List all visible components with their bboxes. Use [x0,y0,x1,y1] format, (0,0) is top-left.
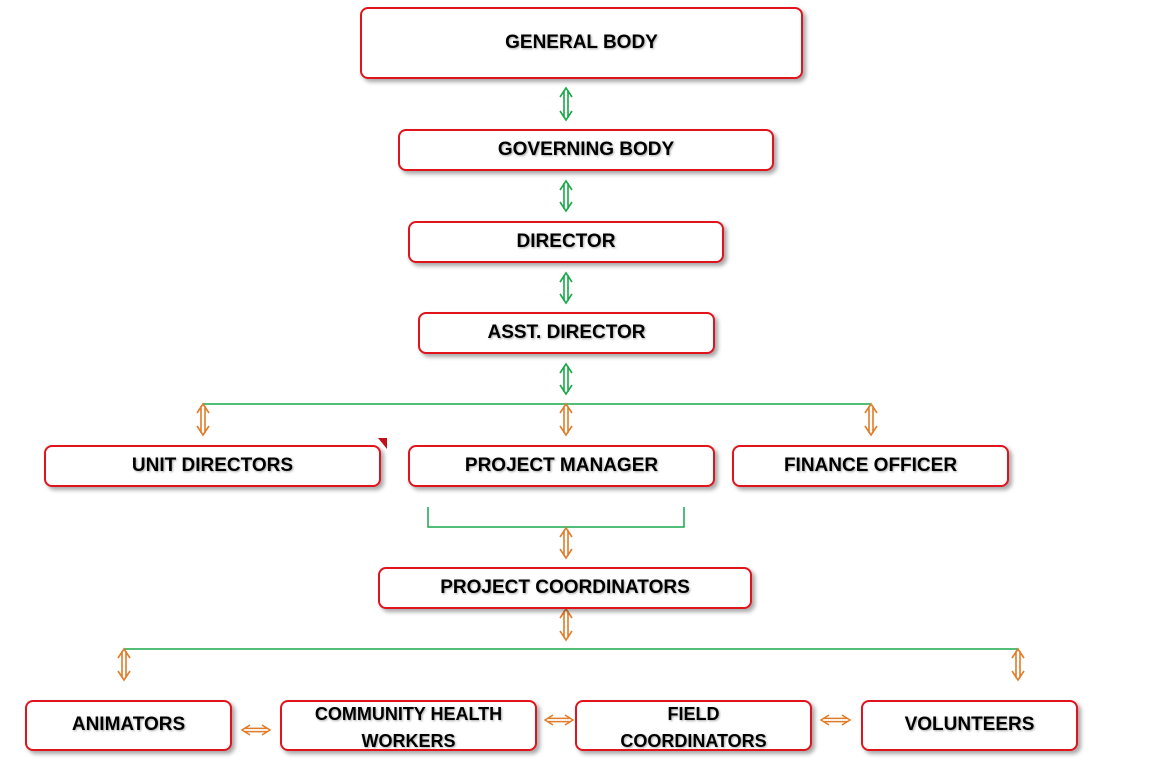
arrow-branch-project-manager [559,402,573,437]
harrow-chw-field [543,714,575,726]
arrow-asst-branch [559,362,573,396]
node-unit-directors: UNIT DIRECTORS [44,445,381,487]
node-community-health-workers: COMMUNITY HEALTH WORKERS [280,700,537,751]
node-finance-officer: FINANCE OFFICER [732,445,1009,487]
harrow-animators-chw [240,724,272,736]
node-governing-body: GOVERNING BODY [398,129,774,171]
arrow-bracket-coordinators [559,526,573,560]
bracket-under-project-manager [427,507,685,528]
arrow-branch-animators [117,647,131,682]
arrow-branch-volunteers [1011,647,1025,682]
node-volunteers: VOLUNTEERS [861,700,1078,751]
node-asst-director: ASST. DIRECTOR [418,312,715,354]
node-field-coordinators: FIELD COORDINATORS [575,700,812,751]
node-director: DIRECTOR [408,221,724,263]
arrow-branch-unit-directors [196,402,210,437]
arrow-branch-finance-officer [864,402,878,437]
node-project-coordinators: PROJECT COORDINATORS [378,567,752,609]
node-animators: ANIMATORS [25,700,232,751]
arrow-general-governing [559,86,573,122]
arrow-director-asst [559,271,573,305]
corner-flag-icon [378,438,387,449]
node-project-manager: PROJECT MANAGER [408,445,715,487]
harrow-field-volunteers [819,714,852,726]
arrow-coordinators-branch [559,607,573,642]
arrow-governing-director [559,179,573,213]
node-general-body: GENERAL BODY [360,7,803,79]
